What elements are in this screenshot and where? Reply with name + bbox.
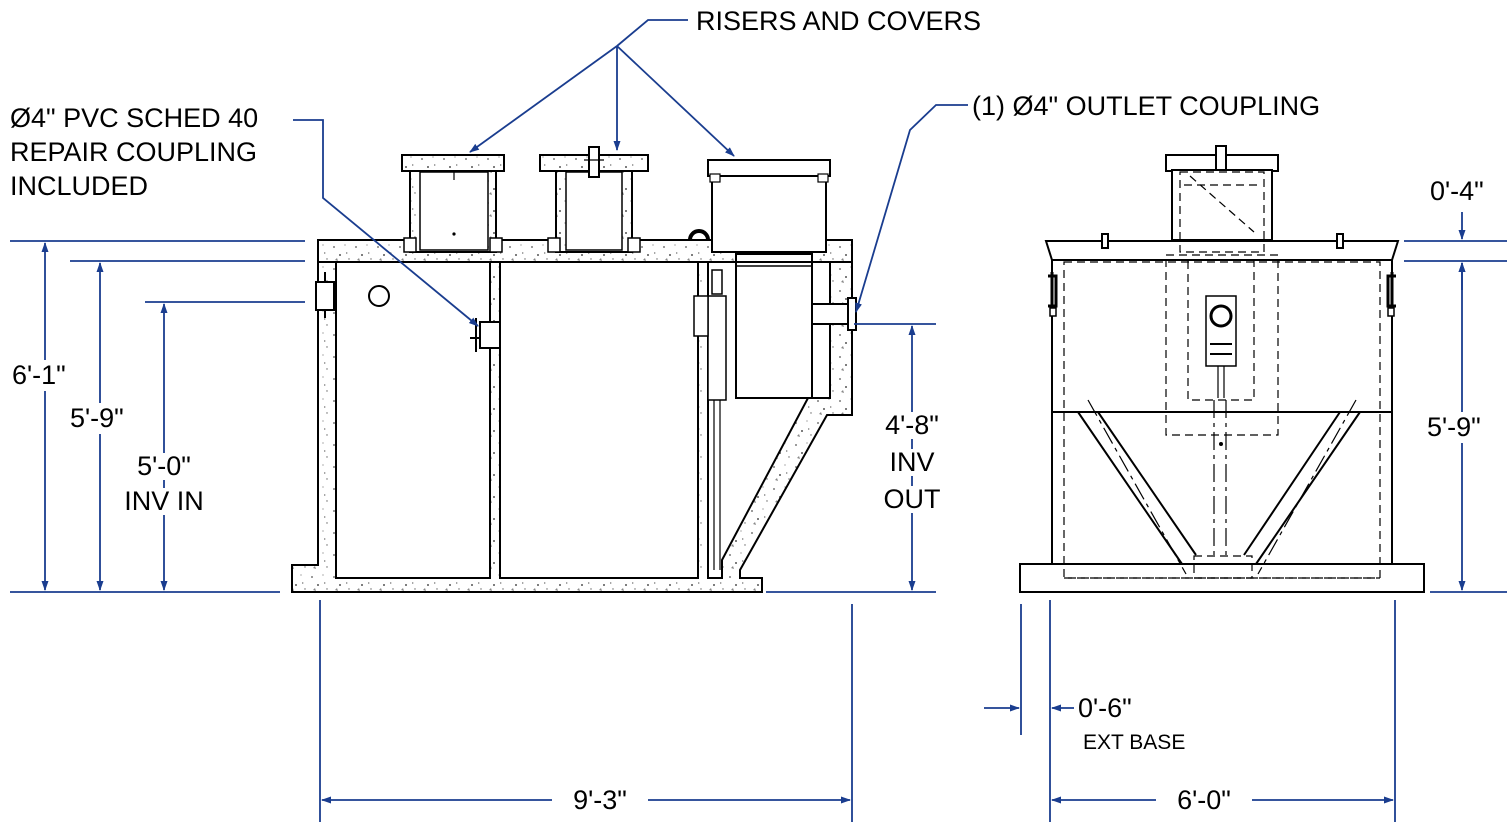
dim-inv-in-value: 5'-0" — [116, 453, 212, 480]
label-repair-coupling-1: Ø4" PVC SCHED 40 — [10, 103, 259, 133]
dim-end-height-label: 5'-9" — [1427, 412, 1481, 443]
dim-inv-out-label1: INV — [878, 449, 946, 476]
side-compartment-2 — [499, 261, 699, 579]
riser-1 — [401, 154, 505, 253]
dim-inv-out-value: 4'-8" — [866, 412, 958, 439]
side-view — [291, 146, 857, 593]
dim-inside-height-label: 5'-9" — [70, 403, 124, 434]
leader-risers — [616, 19, 688, 47]
label-repair-coupling-2: REPAIR COUPLING — [10, 137, 258, 167]
dim-inv-out-label2: OUT — [870, 486, 954, 513]
label-repair-coupling-3: INCLUDED — [10, 171, 149, 201]
leader-repair-coupling — [293, 119, 479, 327]
end-view — [1019, 145, 1425, 593]
pump-vault — [735, 253, 813, 399]
end-riser — [1165, 145, 1279, 253]
dim-ext-base-label: EXT BASE — [1083, 731, 1186, 754]
inlet-bracket — [315, 281, 335, 311]
repair-coupling — [479, 321, 501, 349]
dim-ext-base-value: 0'-6" — [1078, 693, 1132, 723]
dim-length-label: 9'-3" — [552, 787, 648, 814]
end-top-slab — [1044, 240, 1400, 261]
dim-end-width-label: 6'-0" — [1156, 787, 1252, 814]
inlet-opening — [368, 285, 390, 307]
riser-2 — [539, 146, 649, 253]
dim-top-thickness-label: 0'-4" — [1430, 176, 1484, 206]
outlet-pipe — [811, 303, 853, 325]
outlet-coupling — [847, 297, 857, 331]
label-outlet-coupling: (1) Ø4" OUTLET COUPLING — [972, 91, 1321, 121]
dim-inv-in-label: INV IN — [112, 488, 216, 515]
label-risers-and-covers: RISERS AND COVERS — [696, 6, 982, 36]
leader-outlet — [855, 104, 968, 313]
side-compartment-1 — [335, 261, 491, 579]
riser-3 — [688, 159, 831, 253]
dim-overall-height-label: 6'-1" — [12, 360, 66, 391]
